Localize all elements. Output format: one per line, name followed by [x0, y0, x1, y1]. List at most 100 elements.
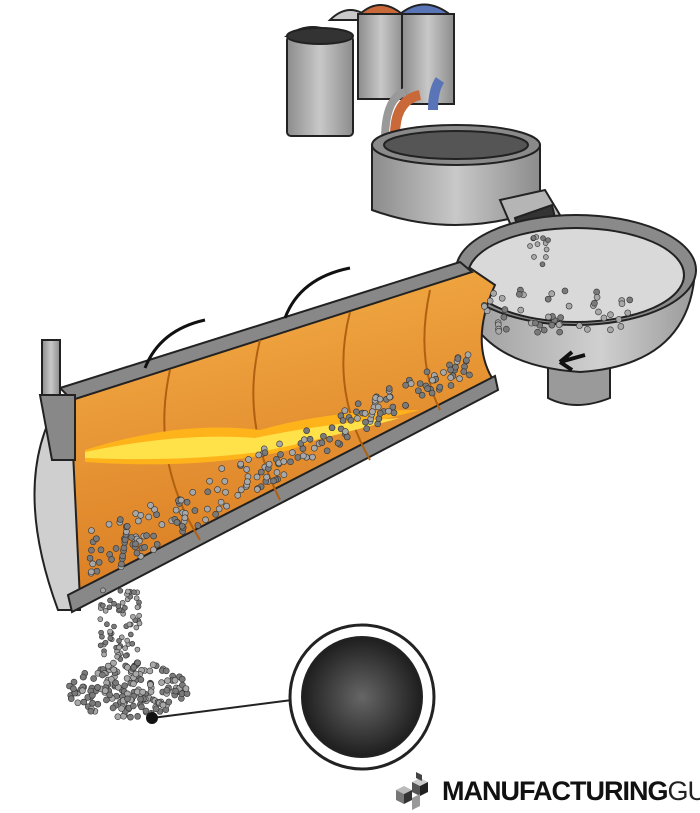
particle	[456, 375, 463, 382]
particle	[557, 314, 564, 321]
particle	[147, 502, 154, 509]
particle	[163, 686, 171, 694]
particle	[87, 707, 95, 715]
particle	[534, 328, 541, 336]
particle	[576, 322, 583, 329]
particle	[162, 667, 170, 675]
particle	[124, 664, 131, 671]
particle	[545, 313, 552, 321]
particle	[139, 688, 147, 696]
particle	[495, 327, 503, 335]
particle	[531, 254, 537, 260]
particle	[88, 527, 95, 534]
particle	[165, 698, 173, 706]
particle	[74, 699, 82, 707]
particle	[595, 308, 602, 316]
particle	[214, 486, 221, 493]
particle	[376, 410, 384, 417]
particle	[300, 452, 307, 460]
particle	[121, 682, 128, 689]
particle	[463, 357, 470, 364]
particle	[181, 514, 189, 522]
particle	[108, 556, 115, 563]
particle	[289, 449, 296, 456]
particle	[428, 389, 436, 397]
particle	[600, 314, 608, 322]
particle	[245, 456, 252, 463]
particle	[110, 666, 118, 674]
particle	[215, 505, 223, 513]
particle	[543, 246, 550, 253]
particle	[150, 532, 157, 540]
particle	[134, 646, 141, 653]
particle	[593, 293, 601, 301]
particle	[423, 368, 431, 376]
particle	[204, 488, 212, 496]
particle	[347, 417, 355, 424]
particle	[137, 512, 145, 519]
particle	[414, 387, 422, 395]
particle	[300, 436, 308, 444]
particle	[618, 300, 626, 308]
particle	[416, 380, 424, 387]
particle	[447, 382, 455, 389]
particle	[121, 536, 129, 544]
particle	[97, 616, 104, 622]
particle	[102, 607, 109, 614]
particle	[624, 309, 632, 317]
particle	[136, 612, 142, 619]
particle	[122, 645, 128, 651]
particle	[447, 366, 454, 374]
particle	[159, 701, 167, 709]
particle	[447, 374, 455, 381]
particle	[130, 664, 138, 671]
particle	[261, 449, 269, 456]
particle	[147, 681, 154, 688]
particle	[374, 403, 382, 411]
particle	[116, 637, 122, 644]
particle	[134, 604, 141, 611]
particle	[137, 695, 144, 703]
particle	[481, 303, 488, 310]
particle	[105, 520, 113, 528]
particle	[361, 410, 369, 417]
particle	[107, 628, 113, 635]
particle	[116, 516, 124, 523]
particle	[158, 679, 165, 686]
particle	[101, 687, 109, 694]
particle	[70, 685, 77, 693]
particle	[145, 513, 152, 521]
particle	[123, 523, 131, 530]
particle	[607, 326, 614, 334]
particle	[255, 451, 263, 459]
particle	[134, 659, 141, 667]
particle	[617, 323, 625, 330]
particle	[591, 299, 598, 307]
particle	[171, 676, 179, 684]
particle	[354, 400, 362, 407]
particle	[128, 534, 135, 541]
particle	[112, 545, 120, 552]
particle	[118, 560, 125, 568]
particle	[128, 631, 134, 638]
particle	[517, 306, 525, 314]
particle	[97, 642, 104, 649]
particle	[112, 679, 119, 687]
particle	[309, 453, 316, 461]
particle	[122, 605, 128, 611]
particle	[183, 498, 191, 506]
particle	[223, 502, 230, 510]
particle	[530, 235, 537, 241]
particle	[565, 302, 573, 310]
particle	[132, 670, 140, 678]
particle	[253, 473, 261, 481]
particle	[237, 460, 245, 468]
particle	[386, 393, 393, 401]
particle	[133, 595, 140, 602]
particle	[94, 700, 102, 708]
product-magnifier	[146, 623, 436, 771]
particle	[287, 458, 294, 466]
particle	[362, 418, 369, 426]
particle	[124, 637, 130, 644]
particle	[440, 369, 447, 376]
